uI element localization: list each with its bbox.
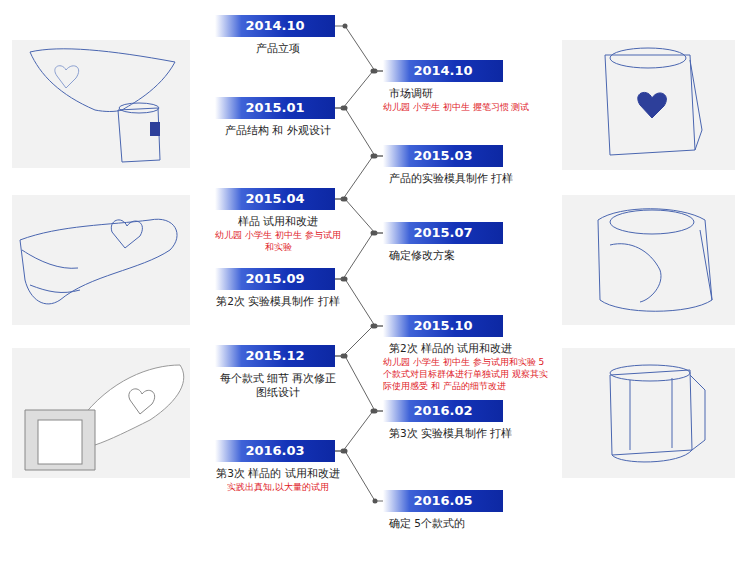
timeline-link xyxy=(335,71,383,108)
timeline-step: 2015.09 第2次 实验模具制作 打样 xyxy=(213,268,343,308)
timeline-step: 2015.12 每个款式 细节 再次修正 图纸设计 xyxy=(213,345,343,399)
step-text: 每个款式 细节 再次修正 图纸设计 xyxy=(213,371,343,399)
step-note: 幼儿园 小学生 初中生 参与试用和实验 5个款式对目标群体进行单独试用 观察其实… xyxy=(383,356,553,392)
timeline-dot xyxy=(373,499,378,504)
timeline-step: 2015.03 产品的实验模具制作 打样 xyxy=(383,145,553,185)
timeline-dot xyxy=(371,154,376,159)
timeline-step: 2015.07 确定修改方案 xyxy=(383,222,553,262)
step-text: 第2次 样品的 试用和改进 xyxy=(383,341,553,355)
date-banner: 2016.05 xyxy=(383,490,503,512)
timeline-link xyxy=(335,279,383,326)
timeline-link xyxy=(335,326,383,356)
step-text: 产品的实验模具制作 打样 xyxy=(383,171,553,185)
timeline-link xyxy=(335,108,383,156)
timeline-link xyxy=(335,451,383,501)
step-text: 第2次 实验模具制作 打样 xyxy=(213,294,343,308)
timeline-dot xyxy=(343,277,348,282)
step-text: 产品立项 xyxy=(213,41,343,55)
step-text: 产品结构 和 外观设计 xyxy=(213,123,343,137)
timeline-link xyxy=(335,233,383,279)
timeline-dot xyxy=(371,231,376,236)
timeline-dot xyxy=(343,106,348,111)
date-banner: 2016.03 xyxy=(215,440,335,462)
timeline-step: 2016.05 确定 5个款式的 xyxy=(383,490,553,530)
date-banner: 2015.09 xyxy=(215,268,335,290)
timeline-link xyxy=(335,356,383,411)
timeline-dot xyxy=(343,197,348,202)
date-banner: 2016.02 xyxy=(383,400,503,422)
timeline-step: 2015.01 产品结构 和 外观设计 xyxy=(213,97,343,137)
step-note: 幼儿园 小学生 初中生 参与试用和实验 xyxy=(213,229,343,253)
step-text: 市场调研 xyxy=(383,86,553,100)
step-text: 样品 试用和改进 xyxy=(213,214,343,228)
timeline-step: 2014.10 市场调研幼儿园 小学生 初中生 握笔习惯 测试 xyxy=(383,60,553,113)
timeline-dot xyxy=(343,24,348,29)
timeline-link xyxy=(335,199,383,233)
date-banner: 2015.01 xyxy=(215,97,335,119)
step-note: 幼儿园 小学生 初中生 握笔习惯 测试 xyxy=(383,101,553,113)
timeline-dot xyxy=(371,324,376,329)
timeline-dot xyxy=(371,409,376,414)
timeline-step: 2016.03 第3次 样品的 试用和改进实践出真知,以大量的试用 xyxy=(213,440,343,493)
date-banner: 2015.07 xyxy=(383,222,503,244)
date-banner: 2015.12 xyxy=(215,345,335,367)
step-note: 实践出真知,以大量的试用 xyxy=(213,481,343,493)
timeline-link xyxy=(335,411,383,451)
timeline-link xyxy=(335,26,383,71)
timeline-dot xyxy=(343,449,348,454)
timeline-link xyxy=(335,156,383,199)
date-banner: 2014.10 xyxy=(215,15,335,37)
timeline-dot xyxy=(343,354,348,359)
date-banner: 2015.10 xyxy=(383,315,503,337)
date-banner: 2015.03 xyxy=(383,145,503,167)
timeline-step: 2016.02 第3次 实验模具制作 打样 xyxy=(383,400,553,440)
date-banner: 2014.10 xyxy=(383,60,503,82)
date-banner: 2015.04 xyxy=(215,188,335,210)
timeline-step: 2015.10 第2次 样品的 试用和改进幼儿园 小学生 初中生 参与试用和实验 … xyxy=(383,315,553,392)
timeline-step: 2015.04 样品 试用和改进幼儿园 小学生 初中生 参与试用和实验 xyxy=(213,188,343,253)
step-text: 第3次 样品的 试用和改进 xyxy=(213,466,343,480)
timeline-step: 2014.10 产品立项 xyxy=(213,15,343,55)
timeline-dot xyxy=(371,69,376,74)
step-text: 第3次 实验模具制作 打样 xyxy=(383,426,553,440)
step-text: 确定修改方案 xyxy=(383,248,553,262)
step-text: 确定 5个款式的 xyxy=(383,516,553,530)
